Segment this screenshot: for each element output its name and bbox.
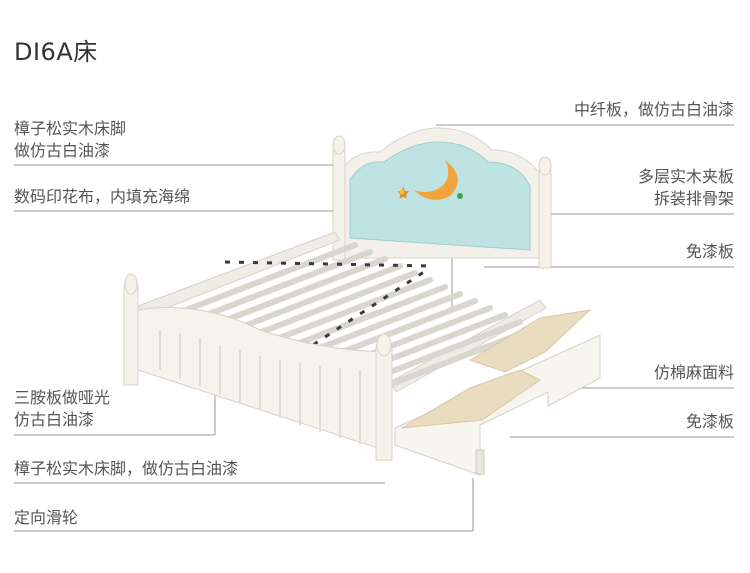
label-linen-fabric: 仿棉麻面料 [653, 363, 734, 382]
label-footboard-legs: 樟子松实木床脚 做仿古白油漆 [14, 118, 126, 162]
label-line: 多层实木夹板 [637, 167, 734, 186]
label-bed-legs: 樟子松实木床脚，做仿古白油漆 [14, 459, 239, 478]
label-plywood-frame: 多层实木夹板 拆装排骨架 [638, 166, 734, 210]
label-line: 拆装排骨架 [653, 189, 734, 208]
label-line: 三胺板做哑光 [14, 388, 111, 407]
label-fabric: 数码印花布，内填充海绵 [14, 187, 191, 206]
product-title: DI6A床 [14, 38, 98, 66]
label-headboard-board: 中纤板，做仿古白油漆 [573, 100, 734, 119]
label-line: 做仿古白油漆 [14, 141, 111, 160]
label-line: 樟子松实木床脚 [14, 119, 127, 138]
label-line: 仿古白油漆 [14, 410, 95, 429]
label-paint-free-board-1: 免漆板 [685, 242, 734, 261]
label-paint-free-board-2: 免漆板 [685, 412, 734, 431]
label-wheels: 定向滑轮 [14, 508, 79, 527]
label-panel: 三胺板做哑光 仿古白油漆 [14, 387, 110, 431]
